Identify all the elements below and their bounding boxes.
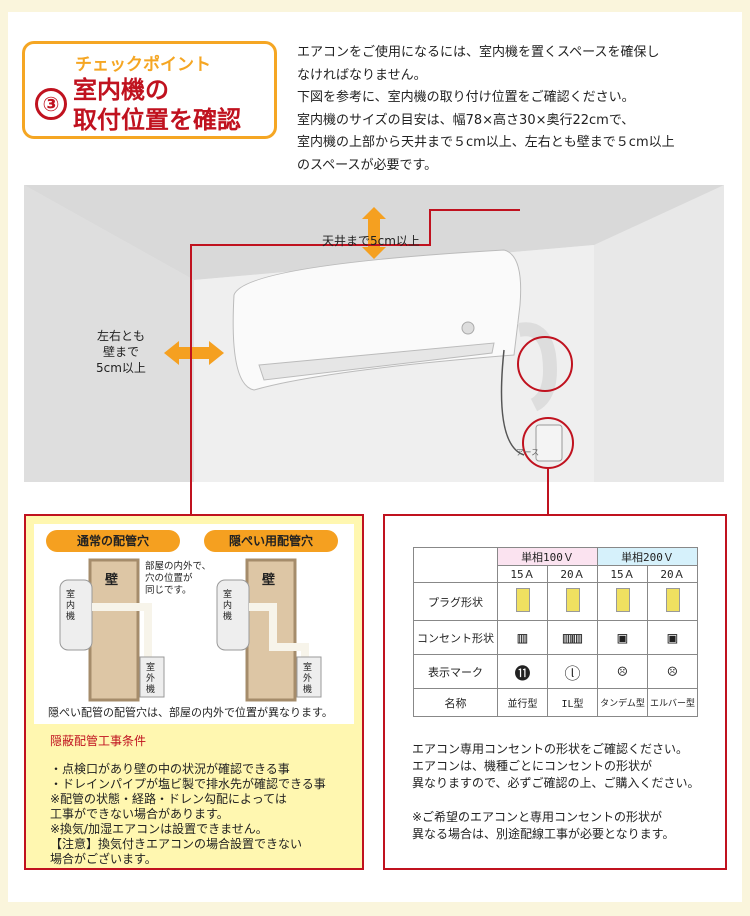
intro-line: 室内機のサイズの目安は、幅78×高さ30×奥行22cmで、 bbox=[297, 112, 635, 128]
outlet-label: アース bbox=[516, 448, 540, 457]
row-label: 名称 bbox=[413, 688, 498, 717]
connector-right bbox=[547, 482, 549, 514]
note-line: ※ご希望のエアコンと専用コンセントの形状が bbox=[412, 810, 663, 824]
outlet-name: タンデム型 bbox=[597, 688, 648, 717]
intro-line: 下図を参考に、室内機の取り付け位置をご確認ください。 bbox=[297, 90, 635, 105]
side-wall bbox=[24, 185, 194, 482]
outdoor-unit-normal bbox=[139, 656, 165, 698]
condition-line: ※配管の状態・経路・ドレン勾配によっては bbox=[50, 792, 287, 806]
intro-line: のスペースが必要です。 bbox=[297, 157, 438, 173]
condition-line: 工事ができない場合があります。 bbox=[50, 807, 229, 821]
plug-icon bbox=[647, 582, 698, 621]
callout-line-left bbox=[190, 209, 520, 482]
indoor-unit-hidden bbox=[216, 579, 250, 651]
note-line: エアコン専用コンセントの形状をご確認ください。 bbox=[412, 742, 689, 756]
condition-line: 場合がございます。 bbox=[50, 852, 157, 866]
plug-icon bbox=[497, 582, 548, 621]
room-svg bbox=[24, 185, 724, 482]
outlet-note: エアコン専用コンセントの形状をご確認ください。 エアコンは、機種ごとにコンセント… bbox=[412, 741, 700, 843]
power-cord bbox=[500, 349, 525, 456]
plug-icon bbox=[547, 582, 598, 621]
note-line: 異なりますので、必ずご確認の上、ご購入ください。 bbox=[412, 776, 700, 790]
mark-icon: ☹ bbox=[647, 654, 698, 689]
intro-line: 室内機の上部から天井まで５cm以上、左右とも壁まで５cm以上 bbox=[297, 135, 675, 150]
unit-louver bbox=[258, 342, 495, 381]
note-line: 穴の位置が bbox=[145, 573, 193, 584]
unit-sensor bbox=[461, 321, 475, 335]
badge-title-2: 取付位置を確認 bbox=[73, 106, 241, 134]
amp-header: 20Ａ bbox=[547, 565, 598, 583]
outlet-shape-icon: ▣ bbox=[647, 620, 698, 655]
note-line: 部屋の内外で、 bbox=[145, 561, 212, 572]
outlet-shape-icon: ▣ bbox=[597, 620, 648, 655]
amp-header: 15Ａ bbox=[597, 565, 648, 583]
group-200v: 単相200Ｖ bbox=[597, 547, 698, 566]
condition-line: ・ドレインパイプが塩ビ製で排水先が確認できる事 bbox=[50, 777, 326, 791]
piping-highlight bbox=[517, 336, 573, 392]
side-label-line: 壁まで bbox=[102, 345, 139, 359]
horizontal-arrow-icon bbox=[164, 341, 224, 365]
side-label-line: 5cm以上 bbox=[96, 361, 146, 375]
outlet-table: 単相100Ｖ 単相200Ｖ 15Ａ 20Ａ 15Ａ 20Ａ プラグ形状 コンセン… bbox=[413, 547, 698, 717]
note-spacer bbox=[412, 792, 700, 809]
group-100v: 単相100Ｖ bbox=[497, 547, 598, 566]
ceiling-label: 天井まで5cm以上 bbox=[322, 234, 420, 248]
wall-label: 壁 bbox=[105, 573, 119, 588]
outdoor-unit-hidden bbox=[296, 656, 322, 698]
outdoor-label: 室外機 bbox=[303, 663, 313, 695]
step-number: ③ bbox=[35, 88, 67, 120]
hidden-piping-title: 隠ぺい用配管穴 bbox=[204, 530, 338, 552]
piping-diagrams bbox=[59, 558, 322, 702]
intro-line: エアコンをご使用になるには、室内機を置くスペースを確保し bbox=[297, 45, 660, 60]
row-label: プラグ形状 bbox=[413, 582, 498, 621]
badge-title-1: 室内機の bbox=[73, 76, 169, 104]
side-label: 左右とも 壁まで 5cm以上 bbox=[96, 328, 146, 376]
intro-text: エアコンをご使用になるには、室内機を置くスペースを確保し なければなりません。 … bbox=[297, 42, 727, 177]
checkpoint-badge: チェックポイント ③ 室内機の 取付位置を確認 bbox=[22, 41, 277, 139]
row-label: コンセント形状 bbox=[413, 620, 498, 655]
indoor-label: 室内機 bbox=[223, 590, 233, 622]
conditions-title: 隠蔽配管工事条件 bbox=[50, 734, 147, 748]
outlet-name: エルバー型 bbox=[647, 688, 698, 717]
condition-line: ※換気/加湿エアコンは設置できません。 bbox=[50, 822, 268, 836]
piping bbox=[517, 322, 557, 412]
intro-line: なければなりません。 bbox=[297, 67, 427, 83]
piping-caption: 隠ぺい配管の配管穴は、部屋の内外で位置が異なります。 bbox=[48, 706, 333, 719]
condition-line: ・点検口があり壁の中の状況が確認できる事 bbox=[50, 762, 290, 776]
wall-normal bbox=[88, 558, 140, 702]
mark-icon: ☹ bbox=[597, 654, 648, 689]
outlet-name: 並行型 bbox=[497, 688, 548, 717]
note-line: エアコンは、機種ごとにコンセントの形状が bbox=[412, 759, 653, 773]
connector-left bbox=[190, 482, 192, 514]
amp-header: 20Ａ bbox=[647, 565, 698, 583]
condition-line: 【注意】換気付きエアコンの場合設置できない bbox=[50, 837, 303, 851]
row-label: 表示マーク bbox=[413, 654, 498, 689]
outlet-name: IL型 bbox=[547, 688, 598, 717]
amp-header: 15Ａ bbox=[497, 565, 548, 583]
indoor-unit-normal bbox=[59, 579, 93, 651]
wall-label: 壁 bbox=[262, 573, 276, 588]
mark-icon: ⓫ bbox=[497, 654, 548, 689]
plug-icon bbox=[597, 582, 648, 621]
same-position-note: 部屋の内外で、 穴の位置が 同じです。 bbox=[145, 561, 211, 597]
indoor-label: 室内機 bbox=[66, 590, 76, 622]
outlet-shape-icon: ▥▥ bbox=[547, 620, 598, 655]
conditions: 隠蔽配管工事条件 ・点検口があり壁の中の状況が確認できる事 ・ドレインパイプが塩… bbox=[50, 734, 326, 867]
normal-piping-title: 通常の配管穴 bbox=[46, 530, 180, 552]
badge-subtitle: チェックポイント bbox=[75, 55, 211, 75]
side-label-line: 左右とも bbox=[96, 329, 145, 343]
outlet-shape-icon: ▥ bbox=[497, 620, 548, 655]
outdoor-label: 室外機 bbox=[146, 663, 156, 695]
installation-illustration: 天井まで5cm以上 左右とも 壁まで 5cm以上 アース bbox=[24, 185, 724, 482]
note-line: 異なる場合は、別途配線工事が必要となります。 bbox=[412, 827, 675, 841]
note-line: 同じです。 bbox=[145, 585, 192, 596]
mark-icon: ⓛ bbox=[547, 654, 598, 689]
wall-outlet bbox=[535, 424, 563, 462]
